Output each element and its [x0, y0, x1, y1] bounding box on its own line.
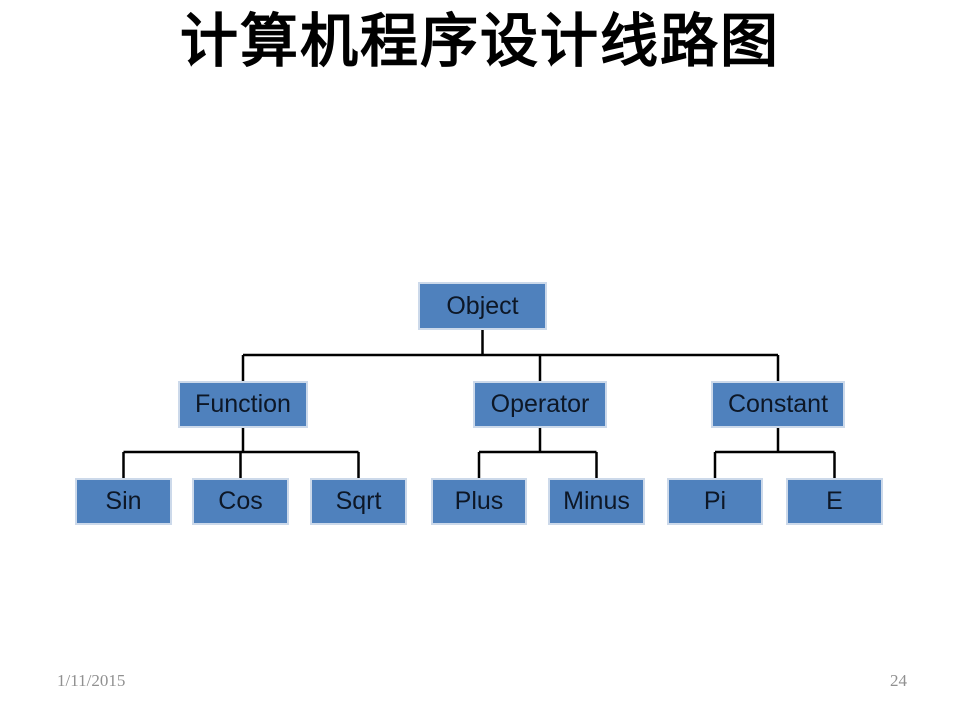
node-operator: Operator — [473, 381, 607, 428]
node-minus: Minus — [548, 478, 645, 525]
node-e: E — [786, 478, 883, 525]
node-plus: Plus — [431, 478, 527, 525]
node-cos: Cos — [192, 478, 289, 525]
node-constant: Constant — [711, 381, 845, 428]
footer-page-number: 24 — [890, 671, 907, 690]
node-sin: Sin — [75, 478, 172, 525]
node-function: Function — [178, 381, 308, 428]
footer-date: 1/11/2015 — [57, 671, 126, 690]
node-object: Object — [418, 282, 547, 330]
node-pi: Pi — [667, 478, 763, 525]
slide-title: 计算机程序设计线路图 — [179, 9, 780, 74]
node-sqrt: Sqrt — [310, 478, 407, 525]
